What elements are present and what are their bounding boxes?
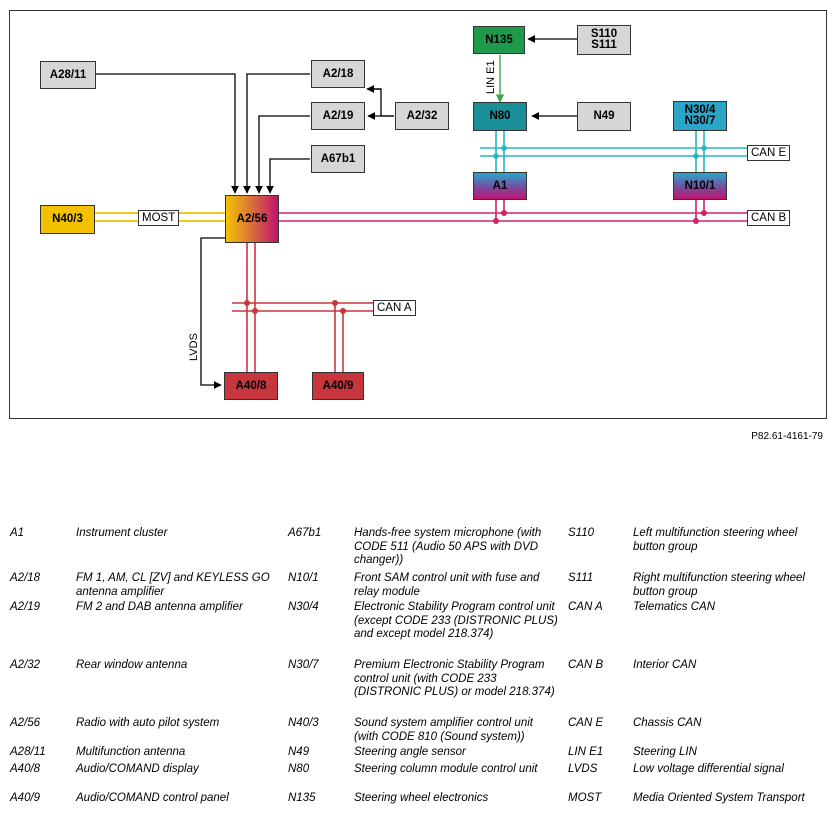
legend-description: Hands-free system microphone (with CODE … xyxy=(354,527,542,566)
legend-description: Steering wheel electronics xyxy=(354,792,489,804)
legend-description: Instrument cluster xyxy=(76,527,168,539)
legend-description: Rear window antenna xyxy=(76,659,188,671)
legend-description: Sound system amplifier control unit (wit… xyxy=(354,717,533,743)
can-e-bus xyxy=(480,131,747,173)
legend-description: Radio with auto pilot system xyxy=(76,717,220,729)
legend-code: A2/56 xyxy=(10,717,41,729)
legend-code: CAN B xyxy=(568,659,604,671)
legend-code: A40/8 xyxy=(10,763,41,775)
box-a2-32: A2/32 xyxy=(395,102,449,130)
legend-code: MOST xyxy=(568,792,602,804)
box-n135: N135 xyxy=(473,26,525,54)
legend-code: N80 xyxy=(288,763,310,775)
box-a67b1: A67b1 xyxy=(311,145,365,173)
box-n40-3: N40/3 xyxy=(40,205,95,234)
wiring-diagram: N135 S110 S111 A28/11 A2/18 A2/19 A2/32 … xyxy=(9,10,827,419)
legend-description: Chassis CAN xyxy=(633,717,702,729)
box-n10-1: N10/1 xyxy=(673,172,727,200)
legend-code: LVDS xyxy=(568,763,598,775)
legend-description: Left multifunction steering wheel button… xyxy=(633,527,798,553)
legend-description: Steering column module control unit xyxy=(354,763,538,775)
legend-code: N30/7 xyxy=(288,659,319,671)
box-a40-9: A40/9 xyxy=(312,372,364,400)
legend-code: S110 xyxy=(568,527,595,539)
connection-lines xyxy=(94,35,747,389)
figure-reference: P82.61-4161-79 xyxy=(751,431,823,442)
legend-code: A2/18 xyxy=(10,572,41,584)
legend-code: A40/9 xyxy=(10,792,41,804)
box-n80: N80 xyxy=(473,102,527,131)
legend-description: Multifunction antenna xyxy=(76,746,186,758)
box-n49: N49 xyxy=(577,102,631,131)
box-a40-8: A40/8 xyxy=(224,372,278,400)
legend-code: CAN E xyxy=(568,717,604,729)
legend-code: N10/1 xyxy=(288,572,319,584)
can-e-label: CAN E xyxy=(747,145,791,161)
legend-code: N30/4 xyxy=(288,601,319,613)
can-b-label: CAN B xyxy=(747,210,791,226)
box-s110-s111: S110 S111 xyxy=(577,25,631,55)
legend-description: Right multifunction steering wheel butto… xyxy=(633,572,805,598)
legend-description: FM 1, AM, CL [ZV] and KEYLESS GO antenna… xyxy=(76,572,270,598)
legend-description: Telematics CAN xyxy=(633,601,716,613)
signal-arrows xyxy=(95,35,577,389)
legend-code: N135 xyxy=(288,792,316,804)
legend-description: Low voltage differential signal xyxy=(633,763,784,775)
box-a1: A1 xyxy=(473,172,527,200)
box-n30-4-n30-7: N30/4 N30/7 xyxy=(673,101,727,131)
legend-code: A67b1 xyxy=(288,527,322,539)
legend-description: Steering LIN xyxy=(633,746,697,758)
legend-description: Audio/COMAND display xyxy=(76,763,199,775)
legend-code: N40/3 xyxy=(288,717,319,729)
can-b-bus xyxy=(278,199,747,225)
box-a2-18: A2/18 xyxy=(311,60,365,88)
legend-code: CAN A xyxy=(568,601,603,613)
legend-code: A2/19 xyxy=(10,601,41,613)
can-a-bus xyxy=(232,243,373,372)
box-a2-19: A2/19 xyxy=(311,102,365,130)
legend-code: N49 xyxy=(288,746,310,758)
legend-description: Front SAM control unit with fuse and rel… xyxy=(354,572,540,598)
lin-e1-label: LIN E1 xyxy=(485,60,497,94)
legend-code: LIN E1 xyxy=(568,746,604,758)
legend-code: S111 xyxy=(568,572,594,584)
lvds-label: LVDS xyxy=(188,333,200,361)
legend-code: A2/32 xyxy=(10,659,41,671)
can-a-label: CAN A xyxy=(373,300,416,316)
legend-description: FM 2 and DAB antenna amplifier xyxy=(76,601,243,613)
most-label: MOST xyxy=(138,210,180,226)
legend-description: Media Oriented System Transport xyxy=(633,792,805,804)
legend-description: Steering angle sensor xyxy=(354,746,466,758)
legend-description: Audio/COMAND control panel xyxy=(76,792,229,804)
legend-description: Electronic Stability Program control uni… xyxy=(354,601,558,640)
box-a2-56: A2/56 xyxy=(225,195,279,243)
legend-description: Premium Electronic Stability Program con… xyxy=(354,659,555,698)
box-a28-11: A28/11 xyxy=(40,61,96,89)
legend-description: Interior CAN xyxy=(633,659,697,671)
legend-code: A1 xyxy=(10,527,25,539)
legend-code: A28/11 xyxy=(10,746,46,758)
